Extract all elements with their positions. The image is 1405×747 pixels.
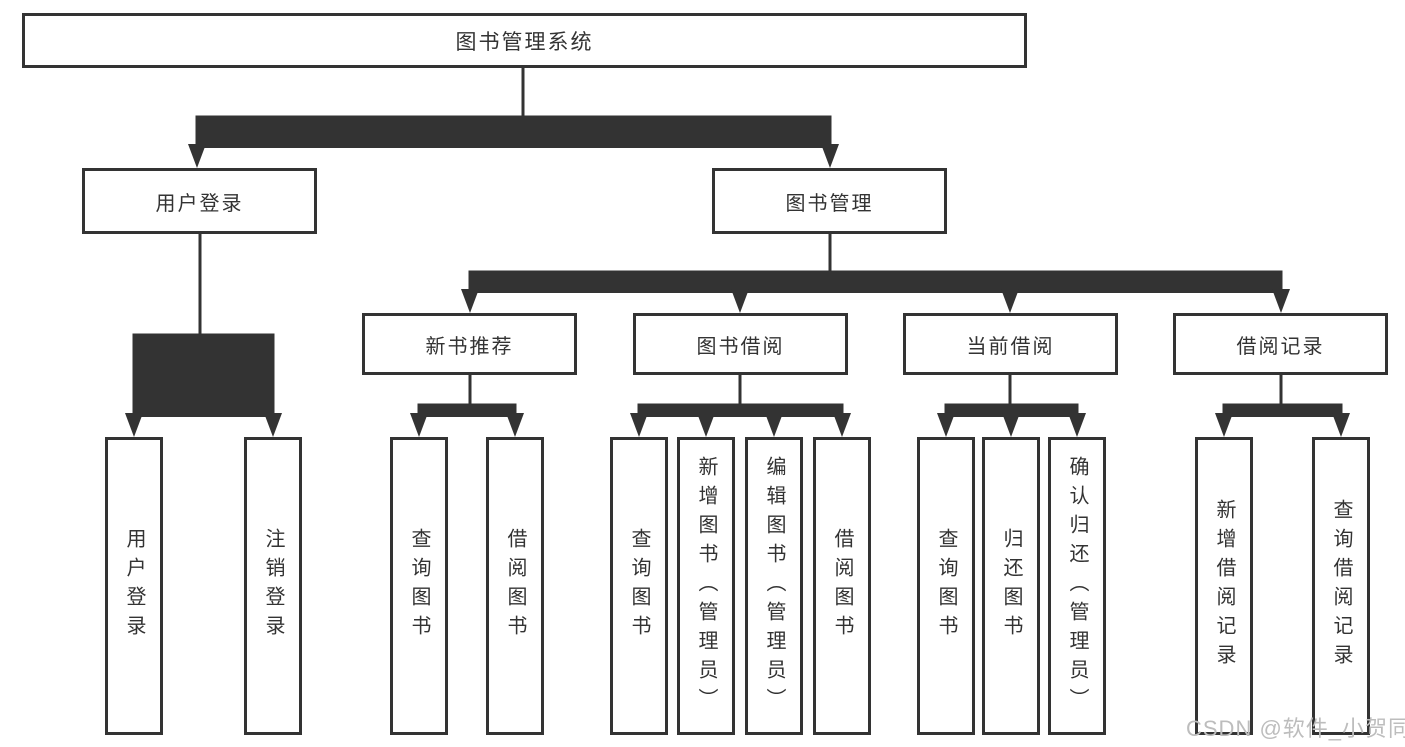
leaf-borrow-query-books: 查询图书: [610, 437, 668, 735]
leaf-user-login-label: 用户登录: [123, 528, 145, 644]
leaf-confirm-return-admin-label: 确认归还（管理员）: [1066, 455, 1088, 717]
leaf-edit-books-admin: 编辑图书（管理员）: [745, 437, 803, 735]
connector-recommend: [410, 375, 524, 437]
leaf-logout-label: 注销登录: [262, 528, 284, 644]
node-root: 图书管理系统: [22, 13, 1027, 68]
leaf-logout: 注销登录: [244, 437, 302, 735]
leaf-recommend-borrow-books-label: 借阅图书: [504, 528, 526, 644]
node-borrow-label: 图书借阅: [696, 335, 785, 358]
leaf-current-query-books-label: 查询图书: [935, 528, 957, 644]
node-recommend-label: 新书推荐: [425, 335, 514, 358]
node-user-login-label: 用户登录: [155, 192, 244, 215]
leaf-recommend-query-books-label: 查询图书: [408, 528, 430, 644]
node-current: 当前借阅: [903, 313, 1118, 375]
leaf-query-borrow-record: 查询借阅记录: [1312, 437, 1370, 735]
connector-borrow: [630, 375, 851, 437]
leaf-add-borrow-record: 新增借阅记录: [1195, 437, 1253, 735]
leaf-borrow-query-books-label: 查询图书: [628, 528, 650, 644]
node-records-label: 借阅记录: [1236, 335, 1325, 358]
leaf-borrow-books-label: 借阅图书: [831, 528, 853, 644]
connector-current: [937, 375, 1086, 437]
leaf-add-books-admin-label: 新增图书（管理员）: [695, 455, 717, 717]
connector-root: [188, 68, 839, 168]
node-borrow: 图书借阅: [633, 313, 848, 375]
leaf-borrow-books: 借阅图书: [813, 437, 871, 735]
csdn-watermark: CSDN @软件_小贺同学: [1186, 716, 1405, 741]
node-user-login: 用户登录: [82, 168, 317, 234]
node-recommend: 新书推荐: [362, 313, 577, 375]
leaf-current-query-books: 查询图书: [917, 437, 975, 735]
connector-user-login: [125, 233, 282, 437]
leaf-return-books-label: 归还图书: [1000, 528, 1022, 644]
leaf-user-login: 用户登录: [105, 437, 163, 735]
leaf-add-books-admin: 新增图书（管理员）: [677, 437, 735, 735]
connector-book-mgmt: [461, 233, 1290, 313]
leaf-recommend-borrow-books: 借阅图书: [486, 437, 544, 735]
node-current-label: 当前借阅: [966, 335, 1055, 358]
leaf-confirm-return-admin: 确认归还（管理员）: [1048, 437, 1106, 735]
leaf-query-borrow-record-label: 查询借阅记录: [1330, 499, 1352, 673]
node-book-mgmt: 图书管理: [712, 168, 947, 234]
leaf-return-books: 归还图书: [982, 437, 1040, 735]
leaf-add-borrow-record-label: 新增借阅记录: [1213, 499, 1235, 673]
node-root-label: 图书管理系统: [455, 30, 594, 54]
leaf-recommend-query-books: 查询图书: [390, 437, 448, 735]
node-book-mgmt-label: 图书管理: [785, 192, 874, 215]
connector-records: [1215, 375, 1350, 437]
node-records: 借阅记录: [1173, 313, 1388, 375]
leaf-edit-books-admin-label: 编辑图书（管理员）: [763, 455, 785, 717]
